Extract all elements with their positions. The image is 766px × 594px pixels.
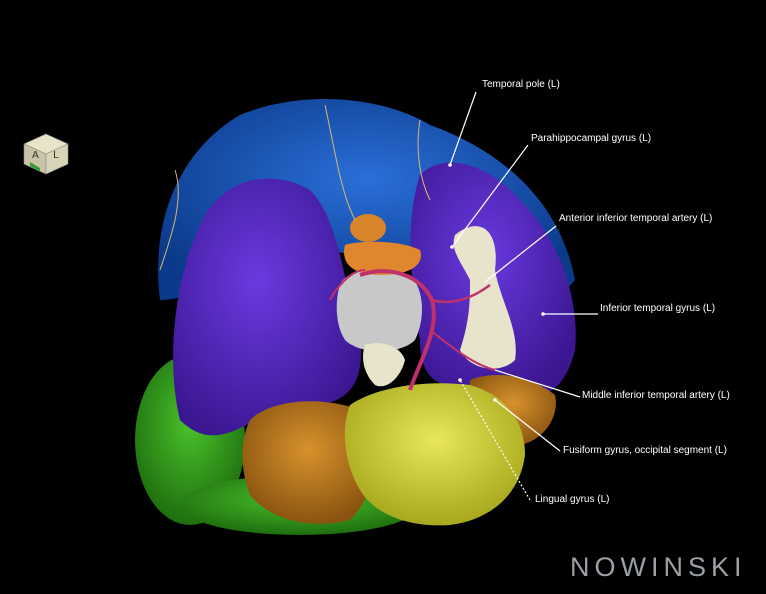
artery-left-branch	[329, 269, 366, 301]
label-temporal-pole: Temporal pole (L)	[482, 79, 560, 90]
label-lingual-gyrus: Lingual gyrus (L)	[535, 494, 610, 505]
temporal-lobe-right	[173, 178, 361, 436]
label-middle-inferior-temporal-artery: Middle inferior temporal artery (L)	[582, 390, 730, 401]
marker-temporal-pole	[448, 163, 452, 167]
marker-parahippocampal	[450, 245, 454, 249]
leader-anterior-inferior-temporal-artery	[484, 225, 557, 283]
surface-vessel-3	[417, 119, 431, 201]
artery-middle-inferior-temporal	[429, 329, 496, 371]
hypothalamus-region	[344, 241, 421, 275]
marker-inferior-temporal-gyrus	[541, 312, 545, 316]
label-anterior-inferior-temporal-artery: Anterior inferior temporal artery (L)	[559, 213, 713, 224]
marker-fusiform-occipital	[493, 398, 497, 402]
nowinski-watermark: NOWINSKI	[570, 552, 747, 582]
marker-lingual	[458, 378, 462, 382]
label-parahippocampal-gyrus: Parahippocampal gyrus (L)	[531, 133, 652, 144]
surface-vessel-2	[159, 169, 179, 271]
surface-vessel-1	[324, 104, 356, 221]
brainstem	[336, 269, 422, 352]
occipital-region-right	[242, 401, 374, 524]
optic-chiasm-region	[350, 214, 386, 242]
label-inferior-temporal-gyrus: Inferior temporal gyrus (L)	[600, 303, 716, 314]
cube-letter-l: L	[53, 150, 59, 161]
lingual-region	[344, 383, 525, 526]
hippocampus-region	[453, 226, 516, 369]
leader-lingual	[459, 379, 531, 501]
leader-temporal-pole	[449, 91, 477, 166]
pons-cream	[363, 343, 405, 387]
leader-parahippocampal	[451, 144, 529, 248]
cube-letter-a: A	[32, 150, 39, 161]
orientation-cube-icon[interactable]: A L	[22, 132, 70, 176]
artery-anterior-inferior-temporal	[431, 283, 491, 304]
leader-middle-inferior-temporal-artery	[494, 369, 581, 398]
label-fusiform-gyrus-occipital: Fusiform gyrus, occipital segment (L)	[563, 445, 727, 456]
leader-fusiform-occipital	[494, 399, 561, 452]
